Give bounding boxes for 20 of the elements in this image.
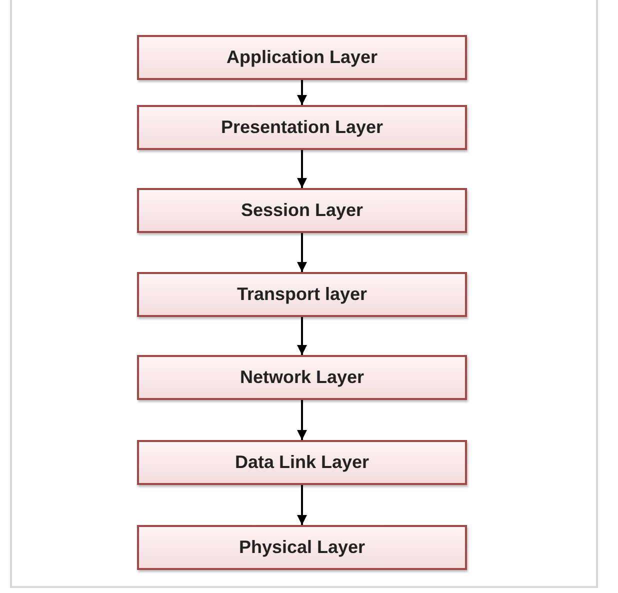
layer-box (137, 355, 467, 400)
layer-label: Physical Layer (238, 537, 366, 558)
layer-label: Transport layer (236, 284, 368, 305)
layer-box (137, 440, 467, 485)
layer-label: Network Layer (240, 367, 364, 388)
layer-box (137, 272, 467, 317)
arrow (297, 485, 307, 525)
arrow (297, 317, 307, 355)
layer-label: Data Link Layer (234, 452, 370, 473)
layer-label: Session Layer (240, 200, 364, 221)
layer-label: Presentation Layer (220, 117, 384, 138)
layer-box (137, 35, 467, 80)
arrow (297, 150, 307, 188)
layer-label: Application Layer (226, 47, 378, 68)
arrow (297, 80, 307, 105)
arrow (297, 400, 307, 440)
layer-box (137, 188, 467, 233)
arrow (297, 233, 307, 272)
layer-box (137, 525, 467, 570)
layer-box (137, 105, 467, 150)
